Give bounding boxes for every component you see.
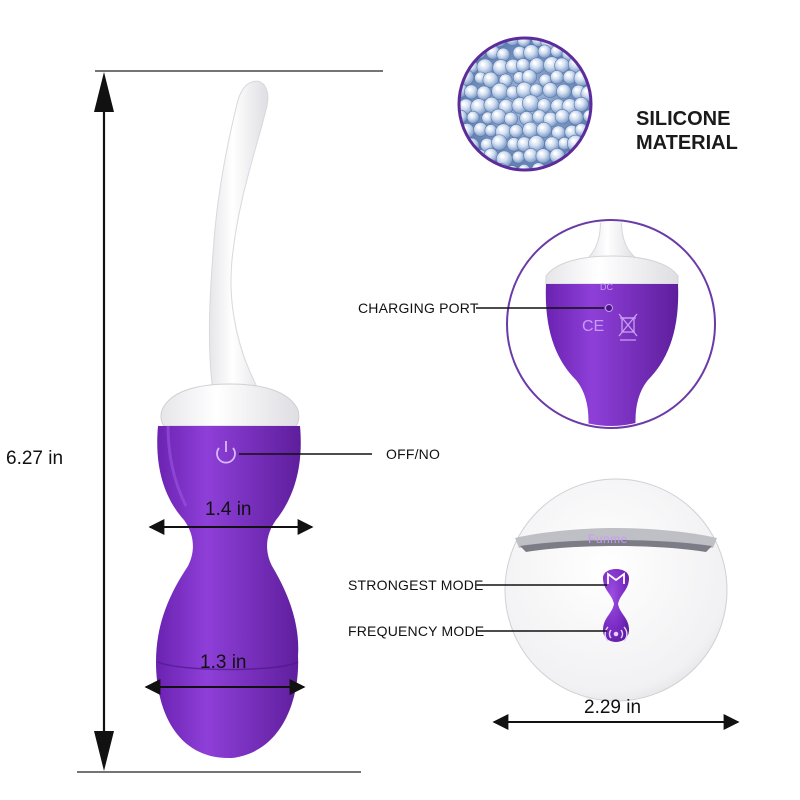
power-label: OFF/NO bbox=[386, 446, 441, 462]
silicone-beads-circle bbox=[457, 36, 593, 172]
frequency-mode-label: FREQUENCY MODE bbox=[348, 623, 485, 639]
power-icon bbox=[216, 441, 236, 464]
charging-port-label: CHARGING PORT bbox=[358, 300, 479, 316]
recycle-bin-crossed-icon bbox=[618, 313, 638, 341]
arrow-up-icon bbox=[94, 72, 114, 112]
upper-width-label: 1.4 in bbox=[205, 499, 252, 520]
mode-m-icon bbox=[607, 572, 625, 584]
arrow-down-icon bbox=[94, 731, 114, 771]
strongest-mode-label: STRONGEST MODE bbox=[348, 577, 484, 593]
remote-width-label: 2.29 in bbox=[584, 697, 642, 718]
material-label-line1: SILICONE bbox=[636, 108, 731, 130]
material-label-line2: MATERIAL bbox=[636, 132, 738, 154]
kegel-ball-device bbox=[156, 80, 372, 759]
ce-mark: CE bbox=[582, 318, 605, 335]
dc-mark: DC bbox=[600, 282, 613, 292]
height-dimension bbox=[77, 70, 383, 773]
height-label: 6.27 in bbox=[6, 448, 64, 469]
brand-logo: Funme bbox=[588, 532, 628, 546]
wave-icon bbox=[604, 626, 628, 642]
charging-port-zoom bbox=[476, 219, 716, 429]
lower-width-label: 1.3 in bbox=[200, 652, 247, 673]
remote-control bbox=[477, 478, 728, 702]
material-label: SILICONE MATERIAL bbox=[636, 107, 738, 155]
